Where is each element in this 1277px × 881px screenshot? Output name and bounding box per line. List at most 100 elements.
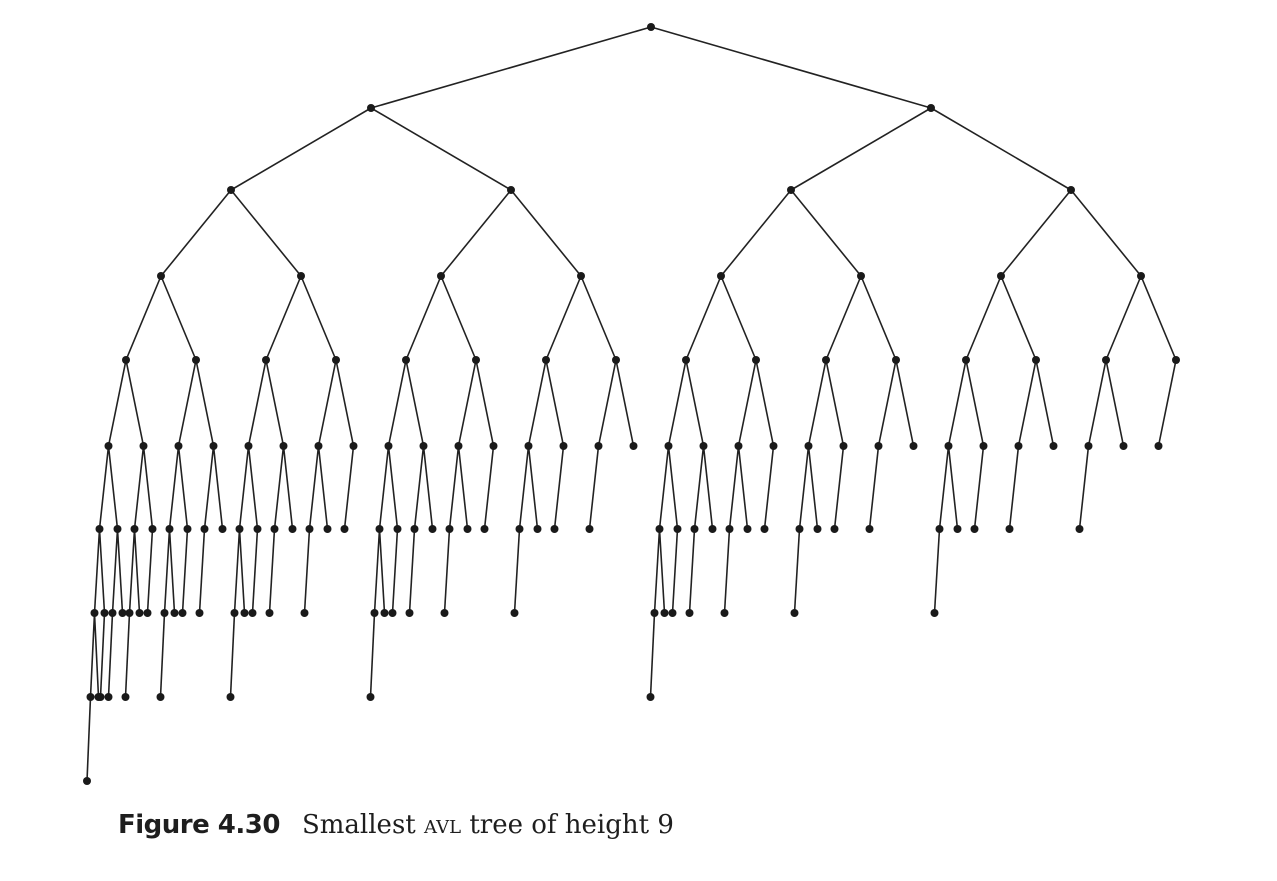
- tree-edge: [877, 359, 897, 447]
- tree-edge: [93, 612, 100, 698]
- tree-edge: [938, 445, 950, 530]
- tree-edge: [693, 445, 705, 530]
- tree-edge: [723, 528, 731, 614]
- tree-edge: [238, 445, 250, 530]
- tree-node: [367, 104, 375, 112]
- tree-leaf-node: [480, 525, 489, 533]
- tree-node: [95, 525, 104, 533]
- tree-edge: [475, 359, 495, 447]
- tree-leaf-node: [226, 693, 235, 701]
- tree-edge: [168, 445, 180, 530]
- tree-edge: [413, 445, 425, 530]
- tree-edge: [125, 275, 162, 361]
- tree-node: [874, 442, 883, 450]
- tree-edge: [107, 359, 127, 447]
- tree-edge: [790, 189, 862, 277]
- tree-leaf-node: [760, 525, 769, 533]
- tree-edge: [1000, 275, 1037, 361]
- tree-node: [445, 525, 454, 533]
- tree-leaf-node: [156, 693, 165, 701]
- tree-node: [857, 272, 865, 280]
- tree-edge: [510, 189, 582, 277]
- tree-node: [804, 442, 813, 450]
- tree-edge: [268, 528, 276, 614]
- tree-node: [472, 356, 480, 364]
- tree-edge: [124, 612, 131, 698]
- tree-node: [125, 609, 134, 617]
- tree-edge: [133, 445, 145, 530]
- tree-leaf-node: [405, 609, 414, 617]
- tree-edge: [160, 189, 232, 277]
- tree-edge: [737, 359, 757, 447]
- tree-node: [200, 525, 209, 533]
- tree-node: [148, 525, 157, 533]
- tree-edge: [265, 275, 302, 361]
- tree-node: [402, 356, 410, 364]
- tree-leaf-node: [83, 777, 91, 785]
- tree-edge: [737, 445, 749, 530]
- tree-edge: [755, 359, 775, 447]
- tree-edge: [947, 359, 967, 447]
- tree-leaf-node: [865, 525, 874, 533]
- tree-edge: [111, 528, 119, 614]
- tree-edge: [965, 275, 1002, 361]
- tree-edge: [930, 107, 1072, 191]
- tree-edge: [86, 696, 92, 782]
- tree-edge: [265, 359, 285, 447]
- tree-leaf-node: [646, 693, 655, 701]
- tree-node: [673, 525, 682, 533]
- tree-edge: [422, 445, 434, 530]
- tree-edge: [1140, 275, 1177, 361]
- tree-node: [979, 442, 988, 450]
- tree-node: [454, 442, 463, 450]
- tree-edge: [807, 359, 827, 447]
- tree-node: [1032, 356, 1040, 364]
- tree-node: [1067, 186, 1075, 194]
- tree-node: [108, 609, 117, 617]
- tree-node: [270, 525, 279, 533]
- tree-edge: [142, 445, 154, 530]
- tree-edge: [317, 359, 337, 447]
- tree-node: [183, 525, 192, 533]
- tree-node: [1084, 442, 1093, 450]
- tree-edge: [763, 445, 775, 530]
- tree-edge: [457, 359, 477, 447]
- tree-edge: [177, 445, 189, 530]
- tree-node: [650, 609, 659, 617]
- tree-edge: [107, 445, 119, 530]
- tree-leaf-node: [195, 609, 204, 617]
- tree-leaf-node: [685, 609, 694, 617]
- tree-edge: [440, 275, 477, 361]
- tree-edge: [273, 445, 285, 530]
- tree-edge: [1008, 445, 1020, 530]
- tree-node: [507, 186, 515, 194]
- tree-node: [139, 442, 148, 450]
- tree-edge: [527, 445, 539, 530]
- tree-edge: [649, 612, 656, 698]
- tree-leaf-node: [104, 693, 113, 701]
- tree-edge: [308, 445, 320, 530]
- tree-node: [962, 356, 970, 364]
- tree-edge: [370, 26, 652, 109]
- tree-edge: [343, 445, 355, 530]
- tree-edge: [335, 359, 355, 447]
- tree-leaf-node: [585, 525, 594, 533]
- tree-edge: [93, 528, 101, 614]
- tree-edge: [685, 275, 722, 361]
- tree-edge: [387, 445, 399, 530]
- tree-edge: [1070, 189, 1142, 277]
- tree-leaf-node: [428, 525, 437, 533]
- tree-node: [262, 356, 270, 364]
- tree-edge: [181, 528, 189, 614]
- tree-edge: [168, 528, 176, 614]
- tree-node: [393, 525, 402, 533]
- tree-edge: [238, 528, 246, 614]
- tree-leaf-node: [668, 609, 677, 617]
- tree-node: [130, 525, 139, 533]
- tree-edge: [229, 612, 236, 698]
- tree-edge: [203, 445, 215, 530]
- tree-node: [612, 356, 620, 364]
- tree-edge: [825, 359, 845, 447]
- tree-edge: [895, 359, 915, 447]
- tree-edge: [860, 275, 897, 361]
